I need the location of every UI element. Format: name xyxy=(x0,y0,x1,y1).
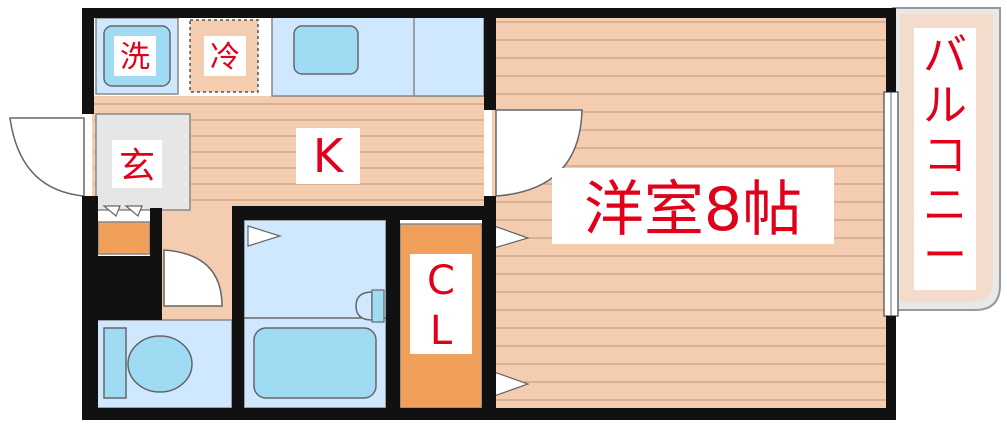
balcony-label: バルコニー xyxy=(923,30,967,281)
room-labels: 洗 冷 K 玄 洋室8帖 C L バルコニー xyxy=(112,28,976,354)
walls xyxy=(82,8,896,420)
kitchen-label: K xyxy=(313,129,345,183)
washer-label: 洗 xyxy=(120,40,150,75)
bath-door-icon xyxy=(247,225,283,247)
balcony-window xyxy=(883,91,899,317)
toilet-tank-icon xyxy=(103,327,127,399)
kitchen-counter xyxy=(271,15,485,97)
toilet-room xyxy=(95,249,233,409)
bathroom xyxy=(243,219,387,409)
closet-label-l: L xyxy=(430,308,453,354)
shoe-box xyxy=(97,221,151,255)
basin-icon xyxy=(355,291,373,321)
toilet-door-swing xyxy=(163,249,223,307)
fridge-label: 冷 xyxy=(210,40,240,75)
closet-label-c: C xyxy=(427,258,455,304)
sink-icon xyxy=(293,25,359,75)
toilet-bowl-icon xyxy=(127,335,193,393)
western-room-label: 洋室8帖 xyxy=(584,175,802,245)
entrance-label: 玄 xyxy=(119,146,155,187)
bathtub-icon xyxy=(253,327,377,399)
entrance-door-swing xyxy=(9,117,85,197)
